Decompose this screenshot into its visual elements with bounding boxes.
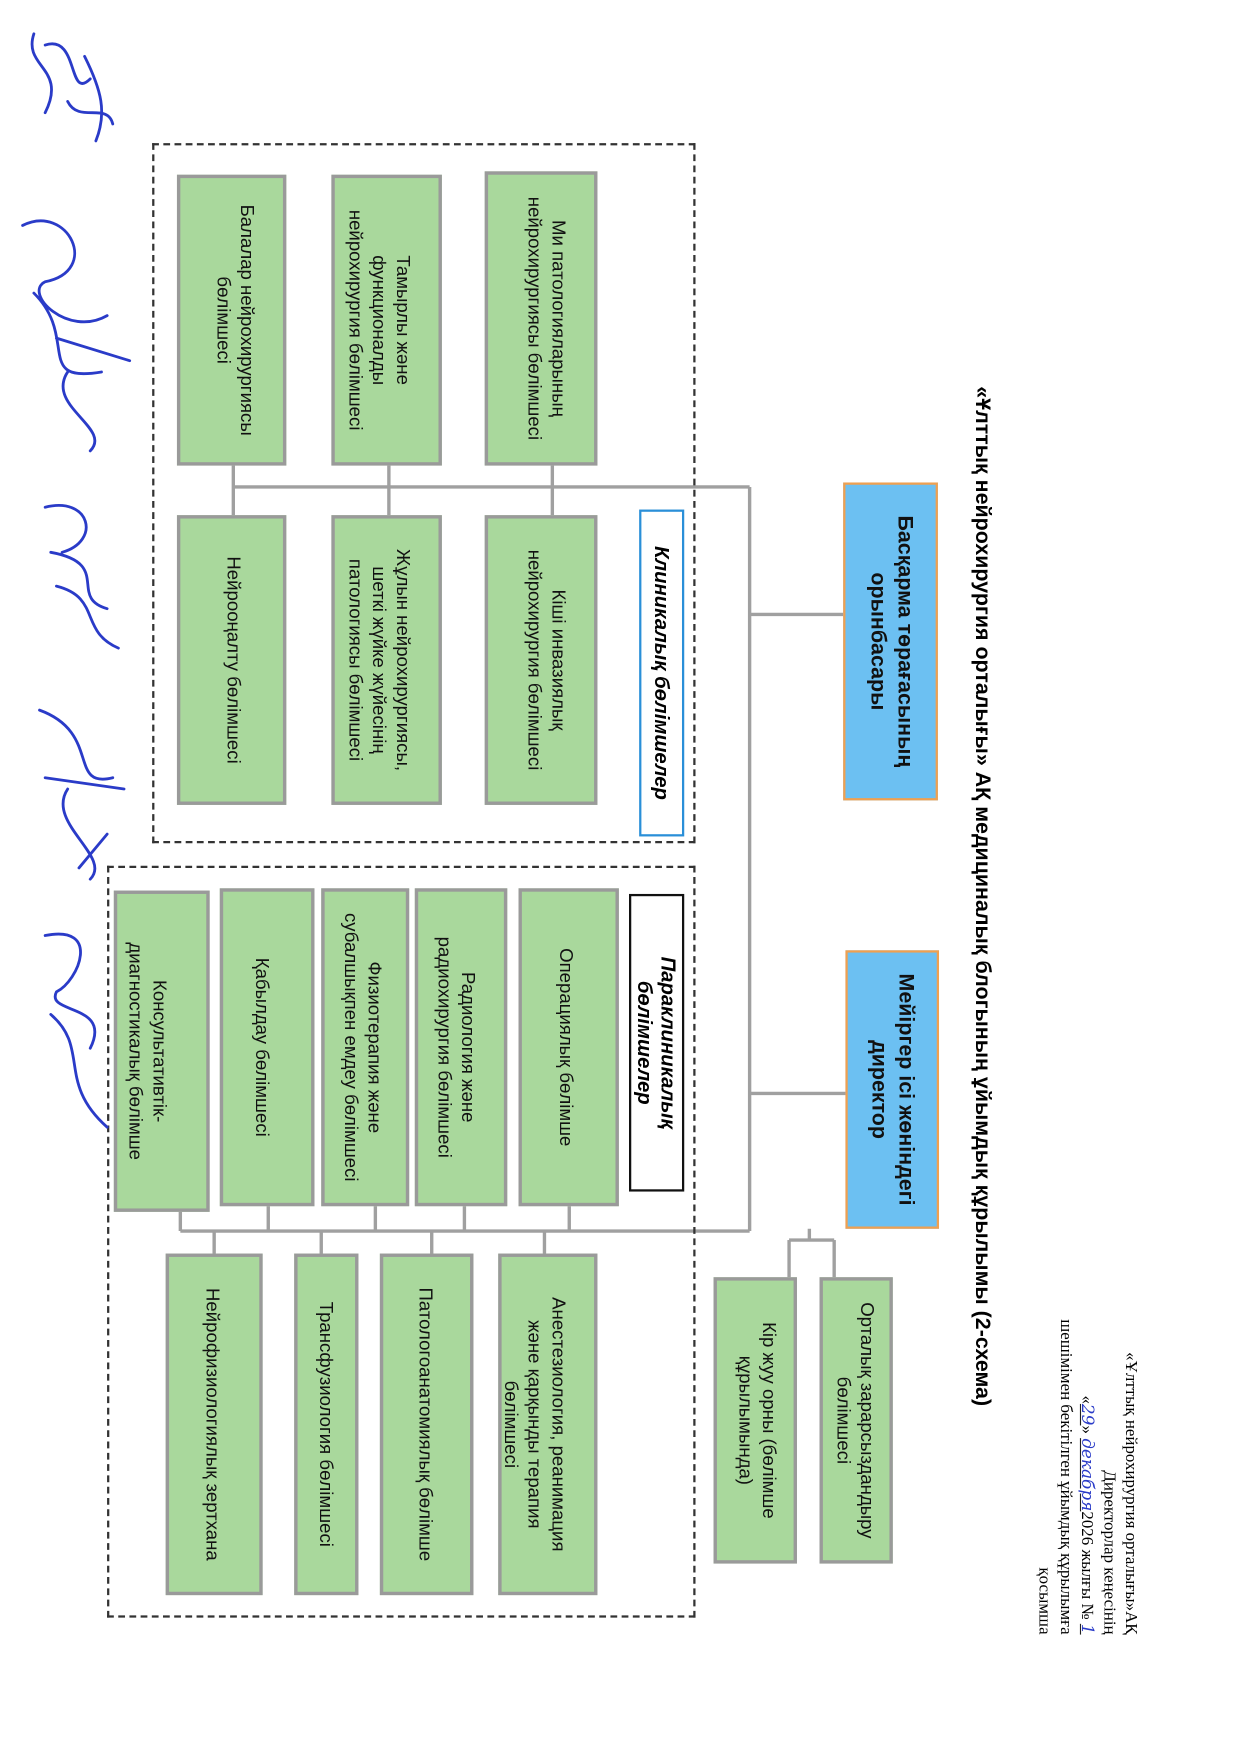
signature-1	[30, 32, 115, 143]
signature-2	[21, 219, 132, 453]
signature-5	[43, 932, 109, 1129]
signature-3	[43, 504, 120, 650]
signature-4	[38, 708, 126, 881]
